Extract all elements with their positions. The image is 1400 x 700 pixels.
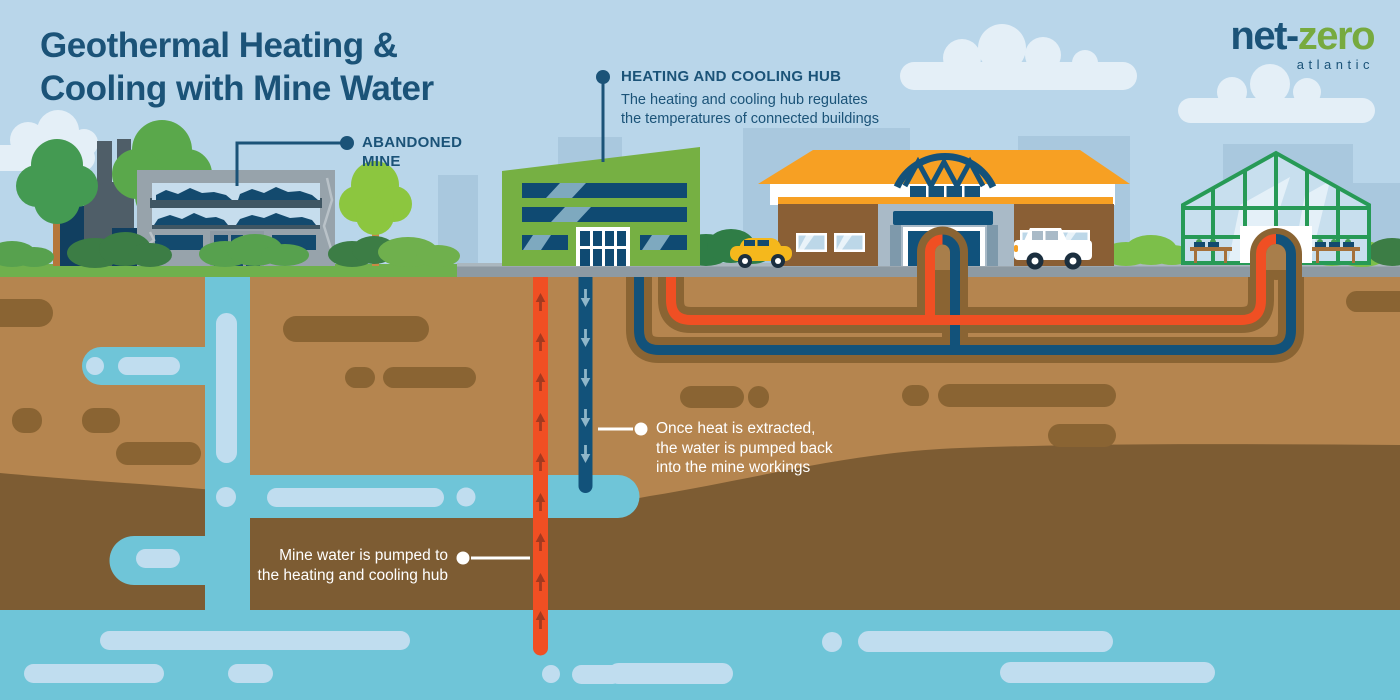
label-hub-title: HEATING AND COOLING HUB [621,68,842,85]
broken-window-debris [154,187,318,225]
annotation-return-pipe: Once heat is extracted, the water is pum… [656,420,833,476]
hub-window-band [522,183,687,250]
cloud-icon [0,24,1375,171]
plant-table [1190,239,1360,263]
logo-wordmark: net-zero [1230,14,1375,58]
water-highlight [86,313,476,568]
cold-return-pipe [634,256,1296,355]
hot-supply-pipe [666,253,1266,325]
logo-subtitle: atlantic [1296,57,1374,72]
page-title: Geothermal Heating & Cooling with Mine W… [40,26,434,108]
label-abandoned-mine: ABANDONED MINE [362,134,463,170]
building-service-loop [1250,228,1302,290]
grass-strip [0,264,457,277]
building-sign [893,211,993,225]
hub-door [576,227,630,266]
wall-crack [322,177,334,253]
rock [0,291,1400,465]
heating-cooling-hub-building [502,147,700,266]
roof-truss-arch [893,152,997,189]
netzero-atlantic-logo: net-zero atlantic [1230,14,1375,72]
label-hub-description: The heating and cooling hub regulates th… [621,92,879,127]
building-service-loop [917,226,968,290]
yellow-car [730,238,792,268]
annotation-leader [456,422,648,565]
annotation-supply-pipe: Mine water is pumped to the heating and … [257,547,448,584]
earth-dark-layer [0,444,1400,615]
groundwater-layer [0,610,1400,700]
water-highlight [24,631,1215,684]
pickup-truck [1014,228,1092,270]
label-leader [235,70,610,186]
tree-icon [339,161,412,266]
